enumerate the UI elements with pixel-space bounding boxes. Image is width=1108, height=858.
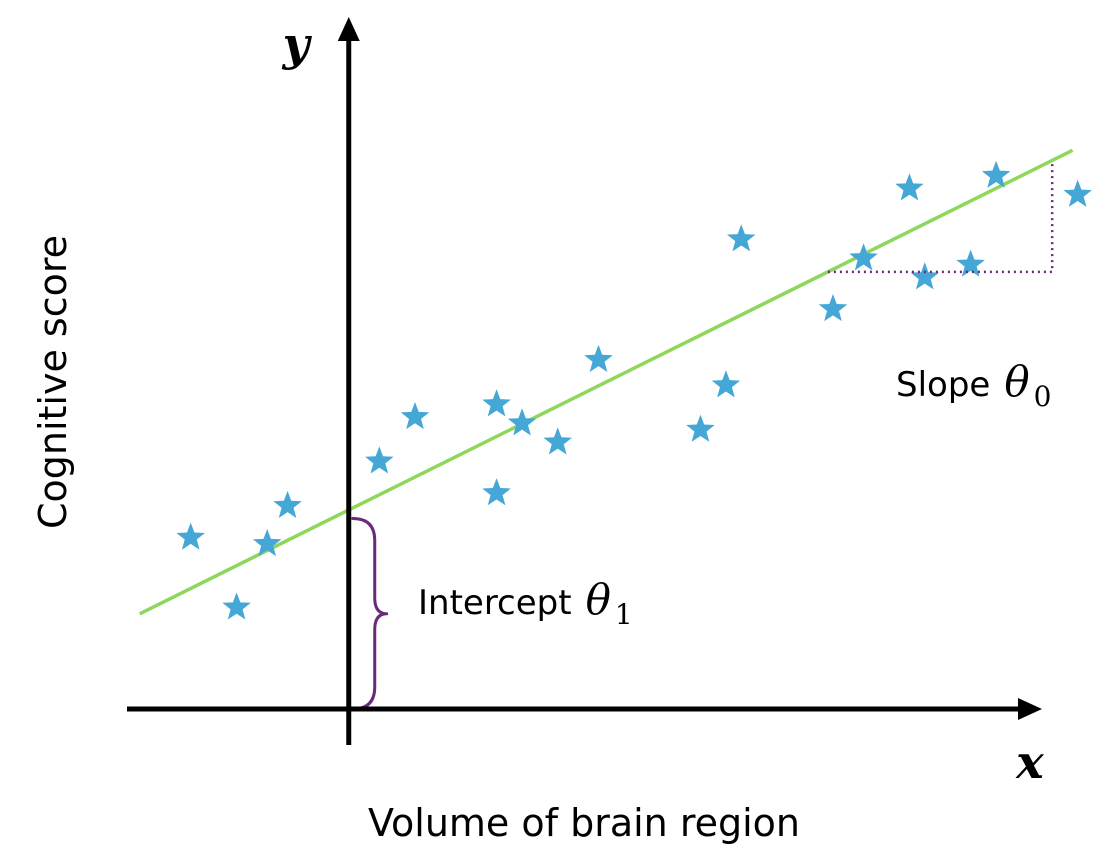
x-axis-arrowhead bbox=[1018, 698, 1042, 720]
slope-theta: θ bbox=[1004, 357, 1029, 406]
x-axis-symbol: x bbox=[1015, 735, 1044, 789]
data-point-star bbox=[711, 370, 741, 398]
data-point-star bbox=[543, 427, 572, 455]
data-point-star bbox=[584, 344, 613, 372]
data-points bbox=[176, 160, 1092, 620]
data-point-star bbox=[252, 528, 282, 557]
data-point-star bbox=[507, 408, 537, 436]
data-point-star bbox=[400, 401, 430, 430]
y-axis-label: Cognitive score bbox=[31, 235, 75, 529]
data-point-star bbox=[176, 522, 205, 550]
slope-label: Slope bbox=[896, 365, 990, 405]
slope-subscript: 0 bbox=[1034, 380, 1052, 413]
x-axis-label: Volume of brain region bbox=[368, 801, 800, 845]
y-axis-symbol: y bbox=[282, 17, 313, 71]
data-point-star bbox=[1063, 179, 1092, 207]
intercept-subscript: 1 bbox=[615, 598, 633, 631]
intercept-label: Intercept bbox=[418, 583, 572, 623]
data-point-star bbox=[726, 224, 756, 252]
data-point-star bbox=[273, 490, 302, 518]
data-point-star bbox=[981, 160, 1011, 188]
data-point-star bbox=[818, 294, 848, 322]
intercept-annotation: Intercept θ 1 bbox=[418, 575, 633, 631]
data-point-star bbox=[956, 249, 985, 277]
data-point-star bbox=[849, 243, 878, 271]
data-point-star bbox=[365, 446, 394, 474]
intercept-brace bbox=[351, 517, 389, 711]
axes bbox=[127, 17, 1042, 745]
data-point-star bbox=[910, 262, 940, 290]
data-point-star bbox=[222, 592, 251, 620]
data-point-star bbox=[482, 478, 511, 506]
fit-line bbox=[138, 148, 1074, 616]
data-point-star bbox=[686, 414, 715, 442]
slope-annotation: Slope θ 0 bbox=[896, 357, 1051, 413]
data-point-star bbox=[895, 173, 924, 201]
y-axis-arrowhead bbox=[337, 17, 360, 41]
intercept-theta: θ bbox=[586, 575, 611, 624]
data-point-star bbox=[482, 389, 511, 417]
